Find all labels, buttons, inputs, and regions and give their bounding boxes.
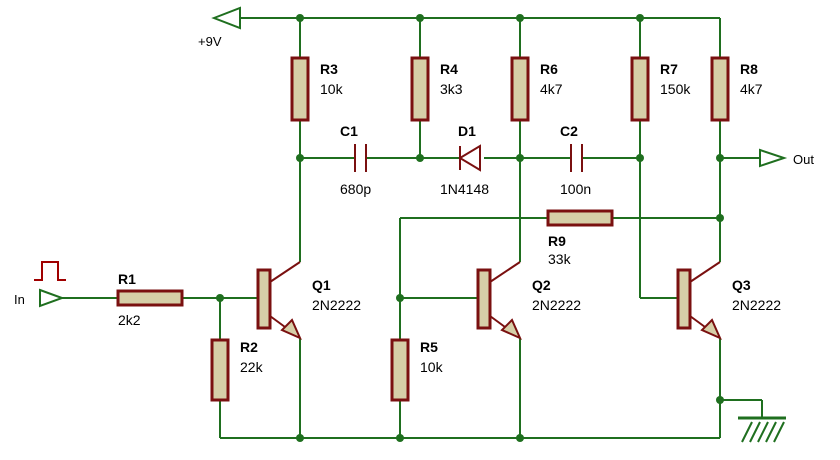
r1-ref: R1	[118, 271, 136, 287]
resistor-r2: R2 22k	[210, 338, 264, 402]
output-port: Out	[759, 148, 814, 168]
capacitor-c2: C2 100n	[560, 123, 591, 197]
diode-d1: D1 1N4148	[440, 123, 489, 197]
d1-value: 1N4148	[440, 181, 489, 197]
r9-ref: R9	[548, 233, 566, 249]
resistor-r6: R6 4k7	[510, 56, 563, 122]
resistor-r7: R7 150k	[630, 56, 691, 122]
r8-value: 4k7	[740, 81, 763, 97]
output-label: Out	[793, 152, 814, 167]
c1-ref: C1	[340, 123, 358, 139]
q3-ref: Q3	[732, 277, 751, 293]
q2-ref: Q2	[532, 277, 551, 293]
input-arrow-icon	[39, 288, 65, 308]
q2-value: 2N2222	[532, 297, 581, 313]
q1-value: 2N2222	[312, 297, 361, 313]
r9-value: 33k	[548, 251, 572, 267]
transistor-q1: Q1 2N2222	[256, 261, 361, 340]
r4-ref: R4	[440, 61, 458, 77]
r8-ref: R8	[740, 61, 758, 77]
r2-value: 22k	[240, 359, 264, 375]
r6-ref: R6	[540, 61, 558, 77]
input-port: In	[14, 261, 66, 308]
q3-value: 2N2222	[732, 297, 781, 313]
transistor-q2: Q2 2N2222	[476, 261, 581, 340]
capacitor-c1: C1 680p	[340, 123, 371, 197]
output-arrow-icon	[759, 148, 788, 168]
pulse-icon	[34, 261, 66, 281]
r6-value: 4k7	[540, 81, 563, 97]
supply-arrow-icon	[211, 6, 241, 30]
d1-ref: D1	[458, 123, 476, 139]
resistor-r9: R9 33k	[546, 209, 614, 267]
r7-ref: R7	[660, 61, 678, 77]
r7-value: 150k	[660, 81, 691, 97]
resistor-r4: R4 3k3	[410, 56, 463, 122]
r1-value: 2k2	[118, 312, 141, 328]
resistor-r8: R8 4k7	[710, 56, 763, 122]
c1-value: 680p	[340, 181, 371, 197]
c2-ref: C2	[560, 123, 578, 139]
supply-terminal: +9V	[198, 6, 241, 49]
r3-ref: R3	[320, 61, 338, 77]
transistor-q3: Q3 2N2222	[676, 261, 781, 340]
q1-ref: Q1	[312, 277, 331, 293]
wires	[62, 17, 763, 439]
r5-ref: R5	[420, 339, 438, 355]
input-label: In	[14, 292, 25, 307]
c2-value: 100n	[560, 181, 591, 197]
resistor-r1: R1 2k2	[116, 271, 184, 328]
ground-icon	[738, 416, 786, 443]
resistor-r5: R5 10k	[390, 338, 444, 402]
junction-nodes	[216, 14, 724, 442]
resistor-r3: R3 10k	[290, 56, 344, 122]
r4-value: 3k3	[440, 81, 463, 97]
supply-label: +9V	[198, 34, 222, 49]
r2-ref: R2	[240, 339, 258, 355]
r5-value: 10k	[420, 359, 444, 375]
r3-value: 10k	[320, 81, 344, 97]
